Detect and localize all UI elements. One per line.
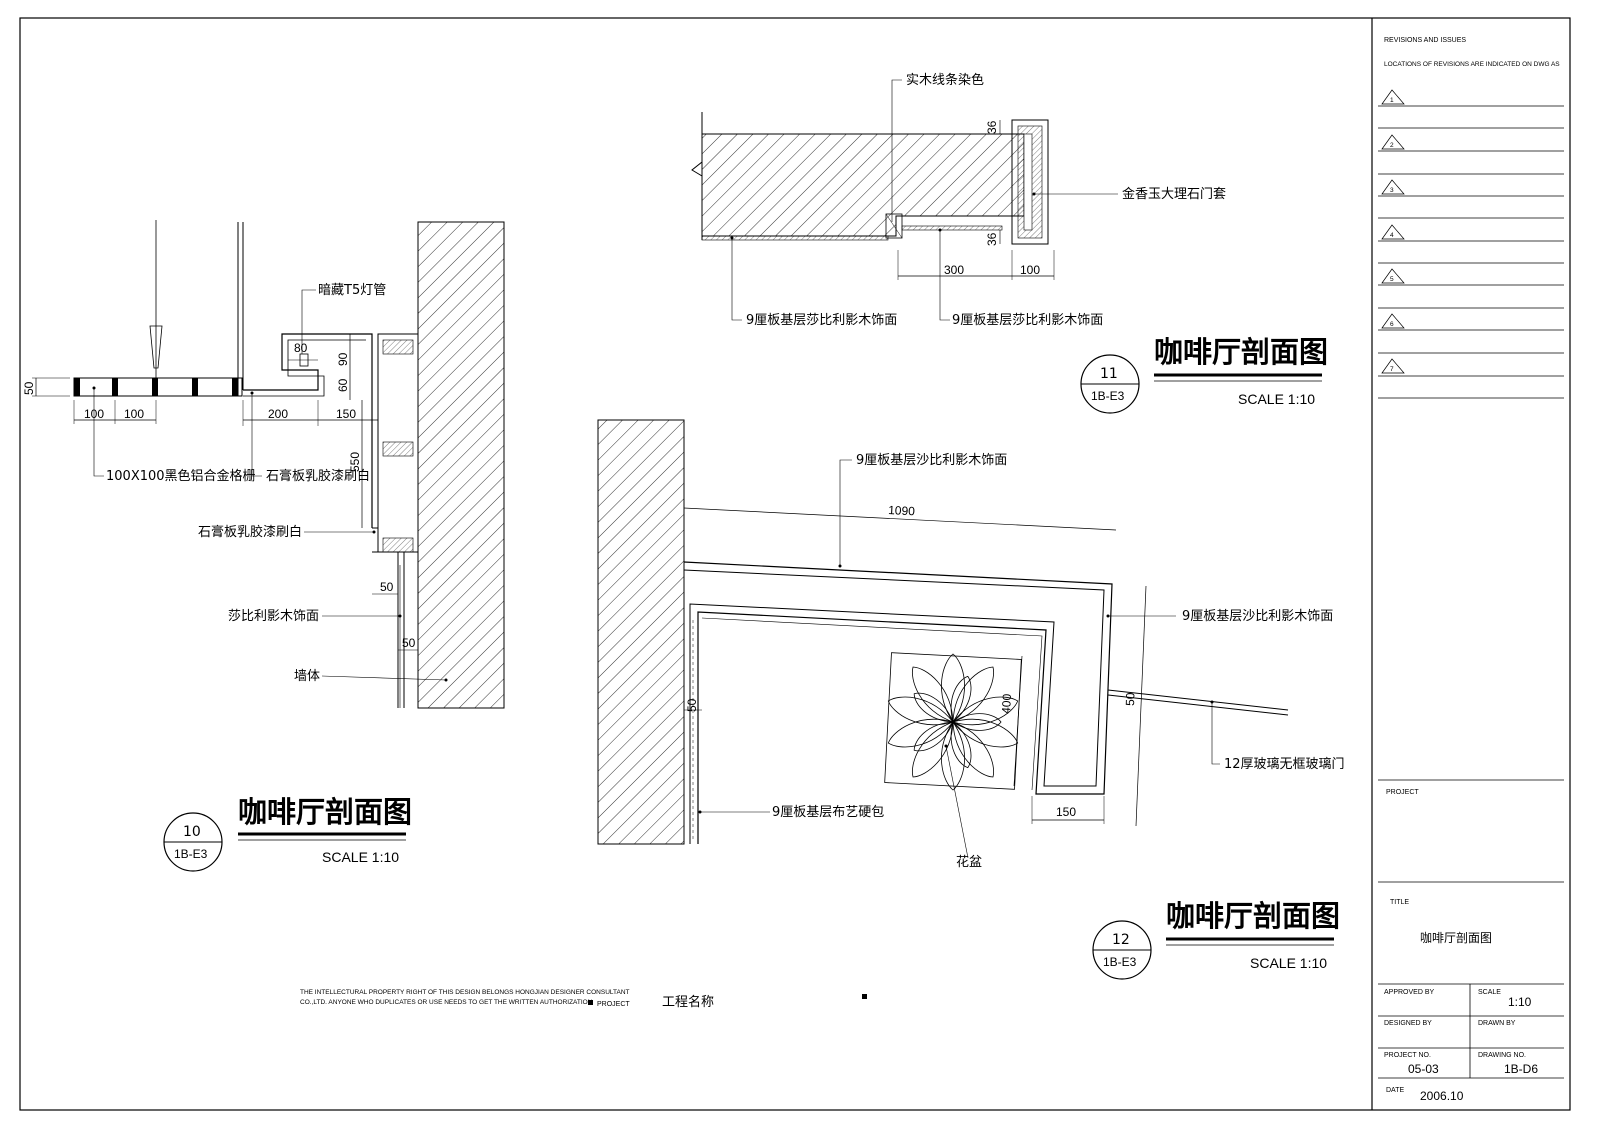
- scale-label: SCALE: [1478, 989, 1501, 996]
- dim-150-12: 150: [1056, 805, 1076, 819]
- drawing-no-label: DRAWING NO.: [1478, 1052, 1526, 1059]
- copyright-line1: THE INTELLECTURAL PROPERTY RIGHT OF THIS…: [300, 989, 630, 996]
- revision-triangle-4: 4: [1381, 224, 1405, 240]
- svg-text:5: 5: [1390, 276, 1394, 283]
- dim-200: 200: [268, 407, 288, 421]
- project-bullet-icon: [588, 1000, 593, 1005]
- detail-11-title: 咖啡厅剖面图: [1154, 335, 1328, 369]
- label-wall: 墙体: [294, 669, 320, 684]
- detail-11-number: 11: [1100, 366, 1118, 382]
- dim-36b: 36: [985, 232, 999, 246]
- detail-12-title: 咖啡厅剖面图: [1166, 899, 1340, 933]
- detail-11: 36 36 300 100 实木线条染色 金香玉大理石门套 9厘板基层莎比利影木…: [691, 72, 1328, 414]
- detail-10-title: 咖啡厅剖面图: [238, 795, 412, 829]
- dim-550: 550: [348, 452, 362, 472]
- revisions-note: LOCATIONS OF REVISIONS ARE INDICATED ON …: [1384, 61, 1560, 68]
- label-grille: 100X100黑色铝合金格栅: [106, 468, 256, 484]
- footer-project-name: 工程名称: [662, 994, 714, 1010]
- planter-icon: [884, 652, 1022, 791]
- detail-11-ref: 1B-E3: [1091, 389, 1125, 403]
- label-wood-strip: 实木线条染色: [906, 72, 984, 88]
- date-value: 2006.10: [1420, 1089, 1464, 1103]
- dim-50-left: 50: [22, 381, 36, 395]
- svg-text:3: 3: [1390, 187, 1394, 194]
- label-gypsum-1: 石膏板乳胶漆刷白: [266, 468, 370, 484]
- title-block: REVISIONS AND ISSUES LOCATIONS OF REVISI…: [1371, 18, 1564, 1110]
- revision-triangle-3: 3: [1381, 179, 1405, 195]
- label-veneer: 莎比利影木饰面: [228, 609, 319, 624]
- label-top-veneer: 9厘板基层沙比利影木饰面: [856, 453, 1007, 468]
- dim-36a: 36: [985, 120, 999, 134]
- project-label: PROJECT: [1386, 789, 1419, 796]
- svg-text:2: 2: [1390, 142, 1394, 149]
- dim-100b: 100: [124, 407, 144, 421]
- detail-12-ref: 1B-E3: [1103, 955, 1137, 969]
- label-planter: 花盆: [956, 854, 982, 870]
- copyright-line2: CO.,LTD. ANYONE WHO DUPLICATES OR USE NE…: [300, 999, 593, 1006]
- footer-project-label: PROJECT: [597, 1001, 630, 1008]
- project-no-label: PROJECT NO.: [1384, 1052, 1431, 1059]
- detail-10: 50 100 100 80 90 60 200 150 550 50 50 暗藏…: [22, 220, 505, 872]
- dim-100: 100: [1020, 263, 1040, 277]
- center-mark-icon: [862, 994, 867, 999]
- detail-10-number: 10: [183, 824, 201, 840]
- approved-by-label: APPROVED BY: [1384, 989, 1435, 996]
- title-label: TITLE: [1390, 899, 1409, 906]
- svg-text:6: 6: [1390, 321, 1394, 328]
- dim-300: 300: [944, 263, 964, 277]
- date-label: DATE: [1386, 1087, 1404, 1094]
- sheet-border: [19, 17, 1571, 1111]
- svg-text:4: 4: [1390, 232, 1394, 239]
- title-value: 咖啡厅剖面图: [1420, 930, 1492, 945]
- dim-50-left-12: 50: [685, 698, 699, 712]
- label-veneer-right: 9厘板基层莎比利影木饰面: [952, 313, 1103, 328]
- detail-12: 1090 50 400 50 150 9厘板基层沙比利影木饰面 9厘板基层沙比利…: [597, 419, 1345, 980]
- scale-value: 1:10: [1508, 995, 1532, 1009]
- dim-1090: 1090: [888, 503, 916, 518]
- dim-50-top: 50: [1123, 692, 1137, 706]
- label-fabric: 9厘板基层布艺硬包: [772, 805, 884, 820]
- footer: THE INTELLECTURAL PROPERTY RIGHT OF THIS…: [300, 989, 867, 1010]
- label-veneer-left: 9厘板基层莎比利影木饰面: [746, 313, 897, 328]
- label-right-veneer: 9厘板基层沙比利影木饰面: [1182, 609, 1333, 624]
- label-gypsum-2: 石膏板乳胶漆刷白: [198, 524, 302, 540]
- dim-50b: 50: [402, 636, 416, 650]
- dim-150: 150: [336, 407, 356, 421]
- revision-triangle-7: 7: [1381, 358, 1405, 374]
- label-marble: 金香玉大理石门套: [1122, 186, 1226, 202]
- drawn-by-label: DRAWN BY: [1478, 1020, 1516, 1027]
- drawing-no-value: 1B-D6: [1504, 1062, 1538, 1076]
- dim-60: 60: [336, 378, 350, 392]
- label-lamp: 暗藏T5灯管: [318, 283, 386, 298]
- detail-11-scale: SCALE 1:10: [1238, 391, 1315, 407]
- detail-12-scale: SCALE 1:10: [1250, 955, 1327, 971]
- revisions-heading: REVISIONS AND ISSUES: [1384, 37, 1466, 44]
- revision-triangle-1: 1: [1381, 89, 1405, 105]
- revision-triangle-2: 2: [1381, 134, 1405, 150]
- detail-10-ref: 1B-E3: [174, 847, 208, 861]
- detail-10-scale: SCALE 1:10: [322, 849, 399, 865]
- label-glass-door: 12厚玻璃无框玻璃门: [1224, 757, 1345, 772]
- dim-90: 90: [336, 352, 350, 366]
- designed-by-label: DESIGNED BY: [1384, 1020, 1432, 1027]
- revision-triangle-6: 6: [1381, 313, 1405, 329]
- svg-text:1: 1: [1390, 97, 1394, 104]
- detail-12-number: 12: [1112, 932, 1130, 948]
- revision-triangle-5: 5: [1381, 268, 1405, 284]
- dim-400: 400: [999, 693, 1014, 714]
- dim-80: 80: [294, 341, 308, 355]
- project-no-value: 05-03: [1408, 1062, 1439, 1076]
- dim-50a: 50: [380, 580, 394, 594]
- svg-text:7: 7: [1390, 366, 1394, 373]
